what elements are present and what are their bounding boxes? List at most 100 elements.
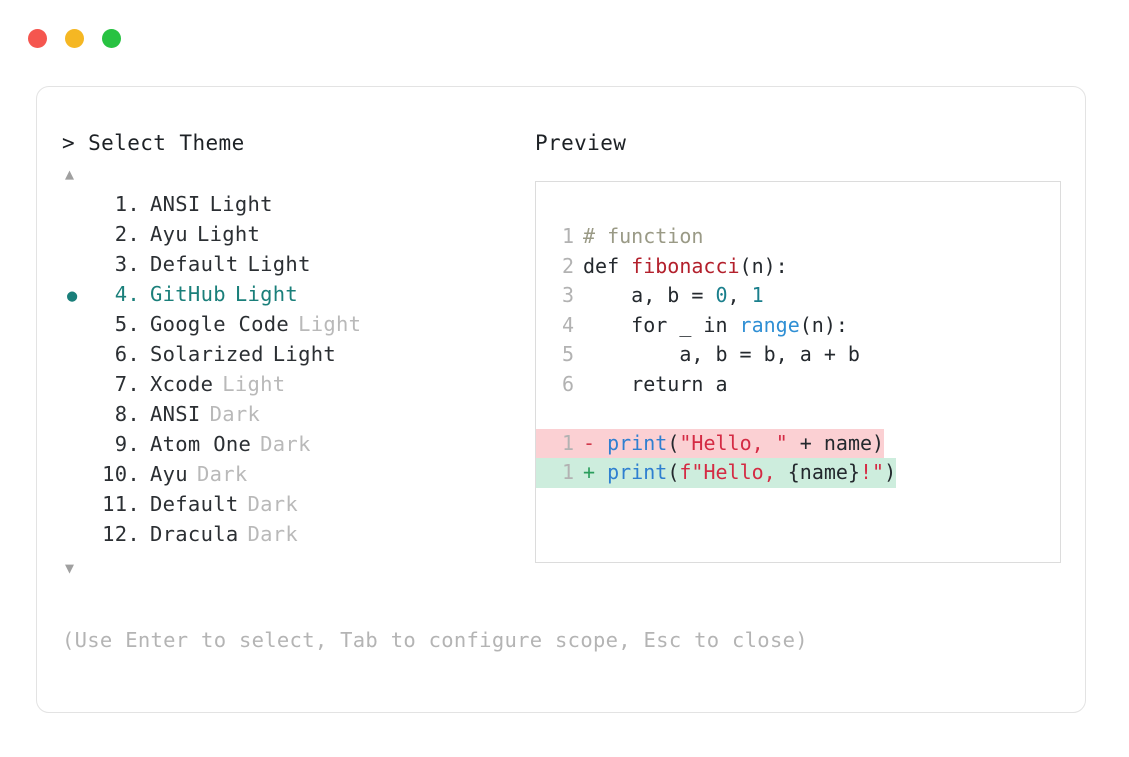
prompt-symbol: > [62, 131, 76, 155]
code-line-row: 4 for _ in range(n): [536, 311, 1060, 341]
code-token: , [727, 283, 752, 307]
theme-item-name: Ayu [150, 222, 188, 246]
bullet-placeholder [62, 466, 96, 486]
code-token: ( [667, 430, 680, 455]
maximize-window-button[interactable] [102, 29, 121, 48]
code-token: for _ in [583, 312, 740, 337]
theme-selector-heading: > Select Theme [62, 131, 532, 155]
theme-list-item[interactable]: 9. Atom One Dark [62, 432, 532, 462]
theme-item-variant: Light [222, 372, 286, 396]
line-number: 4 [561, 312, 574, 337]
theme-item-variant: Light [272, 342, 336, 366]
line-number: 5 [561, 342, 574, 366]
theme-item-number: 4. [114, 282, 140, 306]
code-line-text: return a [574, 370, 727, 400]
theme-item-name: ANSI [150, 192, 201, 216]
code-token: print [607, 430, 668, 455]
theme-item-number: 3. [114, 252, 140, 276]
theme-item-variant: Light [209, 192, 273, 216]
bullet-placeholder [62, 316, 96, 336]
keyboard-hint: (Use Enter to select, Tab to configure s… [62, 628, 808, 652]
theme-item-variant: Dark [209, 402, 261, 426]
theme-item-variant: Dark [196, 462, 248, 486]
bullet-placeholder [62, 496, 96, 516]
bullet-placeholder [62, 256, 96, 276]
theme-item-variant: Dark [260, 432, 311, 456]
theme-list-item[interactable]: 11. Default Dark [62, 492, 532, 522]
theme-item-number: 9. [114, 432, 140, 456]
close-window-button[interactable] [28, 29, 47, 48]
theme-item-name: Xcode [150, 372, 214, 396]
line-number: 1 [561, 224, 574, 248]
theme-list-item[interactable]: 7. Xcode Light [62, 372, 532, 402]
bullet-placeholder [62, 346, 96, 366]
code-token: "Hello, " [679, 430, 788, 455]
code-token: (n): [799, 312, 848, 337]
code-token: + name) [787, 430, 885, 455]
code-line-text: for _ in range(n): [574, 311, 848, 341]
code-token: {name} [787, 460, 860, 484]
selected-bullet-icon: ● [67, 286, 78, 306]
theme-list-item[interactable]: 10. Ayu Dark [62, 462, 532, 492]
theme-item-number: 11. [102, 492, 140, 516]
bullet-placeholder [62, 526, 96, 546]
theme-item-number: 8. [114, 402, 140, 426]
theme-item-name: GitHub [150, 282, 226, 306]
code-line-text: + print(f"Hello, {name}!") [574, 458, 897, 488]
theme-item-variant: Dark [247, 492, 299, 516]
code-token: a, b = b, a + b [583, 342, 860, 366]
theme-item-name: Default [150, 252, 239, 276]
line-number: 1 [536, 428, 574, 458]
code-token: f"Hello, [679, 460, 788, 484]
code-line-row: 3 a, b = 0, 1 [536, 281, 1060, 311]
theme-item-name: Solarized [150, 342, 264, 366]
code-token: def [583, 253, 632, 278]
bullet-placeholder [62, 436, 96, 456]
theme-item-number: 5. [114, 312, 140, 336]
line-number: 6 [561, 371, 574, 396]
code-line-text: a, b = b, a + b [574, 340, 860, 370]
code-blank-line [536, 399, 1060, 429]
bullet-placeholder [62, 376, 96, 396]
theme-item-name: Ayu [150, 462, 188, 486]
line-number: 3 [561, 283, 574, 307]
minimize-window-button[interactable] [65, 29, 84, 48]
diff-line-delete: 1- print("Hello, " + name) [536, 428, 996, 458]
code-line-text: # function [574, 222, 703, 252]
line-number: 2 [561, 253, 574, 278]
window-controls [28, 29, 121, 48]
code-token: print [607, 460, 668, 484]
code-token: 1 [751, 283, 764, 307]
code-line-row: 5 a, b = b, a + b [536, 340, 1060, 370]
theme-item-number: 7. [114, 372, 140, 396]
scroll-up-icon[interactable]: ▲ [65, 165, 75, 183]
code-token: fibonacci [631, 253, 740, 278]
theme-item-name: Default [150, 492, 239, 516]
theme-item-name: Atom One [150, 432, 252, 456]
bullet-placeholder [62, 226, 96, 246]
scroll-down-icon[interactable]: ▼ [65, 559, 75, 577]
theme-item-number: 10. [102, 462, 140, 486]
code-token: + [583, 460, 608, 484]
theme-list-item[interactable]: 1. ANSI Light [62, 192, 532, 222]
diff-line-add: 1+ print(f"Hello, {name}!") [536, 458, 996, 488]
code-line-text: def fibonacci(n): [574, 252, 788, 282]
code-token: !" [859, 460, 885, 484]
theme-item-name: Dracula [150, 522, 239, 546]
theme-item-number: 1. [114, 192, 140, 216]
bullet-placeholder [62, 406, 96, 426]
code-token: (n): [739, 253, 788, 278]
